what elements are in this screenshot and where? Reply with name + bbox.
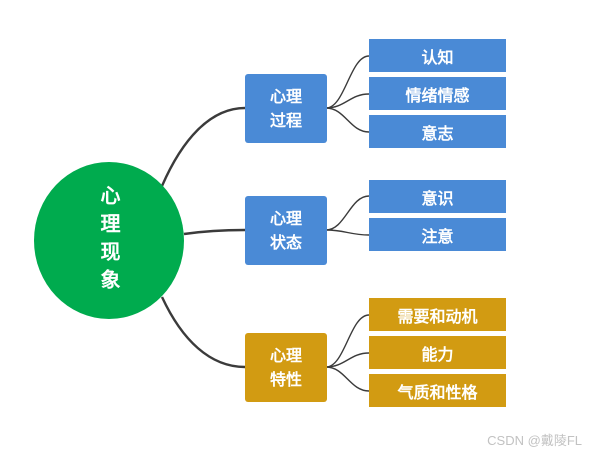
connector-root-to-state [183, 228, 246, 236]
connector-process-cognition [325, 55, 370, 109]
root-node: 心理现象 [34, 162, 184, 319]
leaf-node-attention: 注意 [369, 218, 506, 251]
leaf-node-consciousness: 意识 [369, 180, 506, 213]
branch-node-state: 心理 状态 [245, 196, 327, 265]
leaf-node-cognition: 认知 [369, 39, 506, 72]
leaf-node-emotion: 情绪情感 [369, 77, 506, 110]
branch-label: 心理 过程 [269, 86, 302, 130]
connector-state-consciousness [325, 195, 370, 231]
connector-process-emotion [325, 93, 370, 109]
connector-state-attention [325, 229, 370, 236]
leaf-label: 情绪情感 [405, 85, 470, 105]
connector-root-to-trait [160, 296, 246, 369]
leaf-node-motivation: 需要和动机 [369, 298, 506, 331]
leaf-label: 认知 [421, 47, 454, 67]
connector-process-will [325, 107, 370, 133]
leaf-label: 气质和性格 [397, 382, 478, 402]
leaf-label: 能力 [421, 344, 454, 364]
leaf-label: 意识 [421, 188, 454, 208]
leaf-node-ability: 能力 [369, 336, 506, 369]
branch-label: 心理 特性 [269, 345, 302, 389]
leaf-node-will: 意志 [369, 115, 506, 148]
connector-trait-ability [325, 352, 370, 368]
branch-node-process: 心理 过程 [245, 74, 327, 143]
leaf-label: 需要和动机 [397, 306, 478, 326]
connector-trait-temperament [325, 366, 370, 392]
leaf-label: 意志 [421, 123, 454, 143]
root-label: 心理现象 [97, 184, 121, 297]
watermark: CSDN @戴陵FL [487, 433, 582, 448]
leaf-node-temperament: 气质和性格 [369, 374, 506, 407]
connector-trait-motivation [325, 314, 370, 368]
leaf-label: 注意 [421, 226, 454, 246]
branch-label: 心理 状态 [269, 208, 302, 252]
connector-root-to-process [160, 106, 246, 187]
branch-node-trait: 心理 特性 [245, 333, 327, 402]
